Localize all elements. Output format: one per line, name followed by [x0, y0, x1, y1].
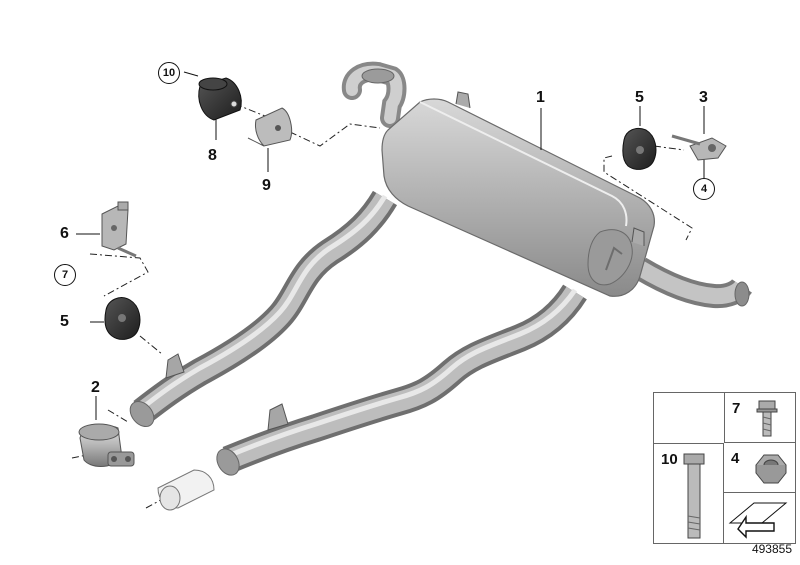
- callout-8: 8: [208, 147, 217, 164]
- fastener-legend: 7 10 4: [653, 392, 796, 544]
- rubber-mount-5-right: [622, 127, 657, 170]
- clamp-2: [78, 423, 135, 467]
- leader-lines: [71, 103, 693, 509]
- bracket-6: [101, 201, 137, 258]
- pipe-right: [216, 284, 587, 476]
- tailpipe-left: [341, 61, 407, 128]
- legend-cell-7: 7: [724, 393, 795, 443]
- rubber-mount-10: [198, 77, 242, 121]
- rear-muffler: [381, 91, 655, 297]
- legend-blank: [654, 393, 724, 443]
- document-number: 493855: [751, 542, 792, 556]
- nut-icon: [755, 454, 787, 484]
- bolt-long-icon: [683, 453, 705, 539]
- callout-10-circled: 10: [158, 62, 180, 84]
- bracket-3: [671, 134, 727, 161]
- bolt-small-icon: [756, 400, 778, 437]
- callout-leaders: [76, 71, 705, 420]
- rubber-mount-5-left: [104, 297, 141, 340]
- callout-1: 1: [536, 89, 545, 106]
- pipe-left: [129, 190, 398, 428]
- direction-arrow-icon: [728, 502, 788, 539]
- callout-5-right: 5: [635, 89, 644, 106]
- callout-9: 9: [262, 177, 271, 194]
- callout-7-circled: 7: [54, 264, 76, 286]
- legend-cell-4: 4: [724, 443, 795, 493]
- legend-label-10: 10: [661, 451, 678, 468]
- callout-2: 2: [91, 379, 100, 396]
- callout-5-left: 5: [60, 313, 69, 330]
- bracket-9: [247, 107, 293, 147]
- legend-cell-symbol: [724, 493, 795, 543]
- callout-4-circled: 4: [693, 178, 715, 200]
- tailpipe-right: [633, 257, 752, 309]
- legend-label-7: 7: [732, 400, 741, 417]
- callout-6: 6: [60, 225, 69, 242]
- callout-3: 3: [699, 89, 708, 106]
- pipe-tip: [157, 469, 215, 511]
- legend-label-4: 4: [731, 450, 740, 467]
- legend-cell-10: 10: [654, 443, 724, 543]
